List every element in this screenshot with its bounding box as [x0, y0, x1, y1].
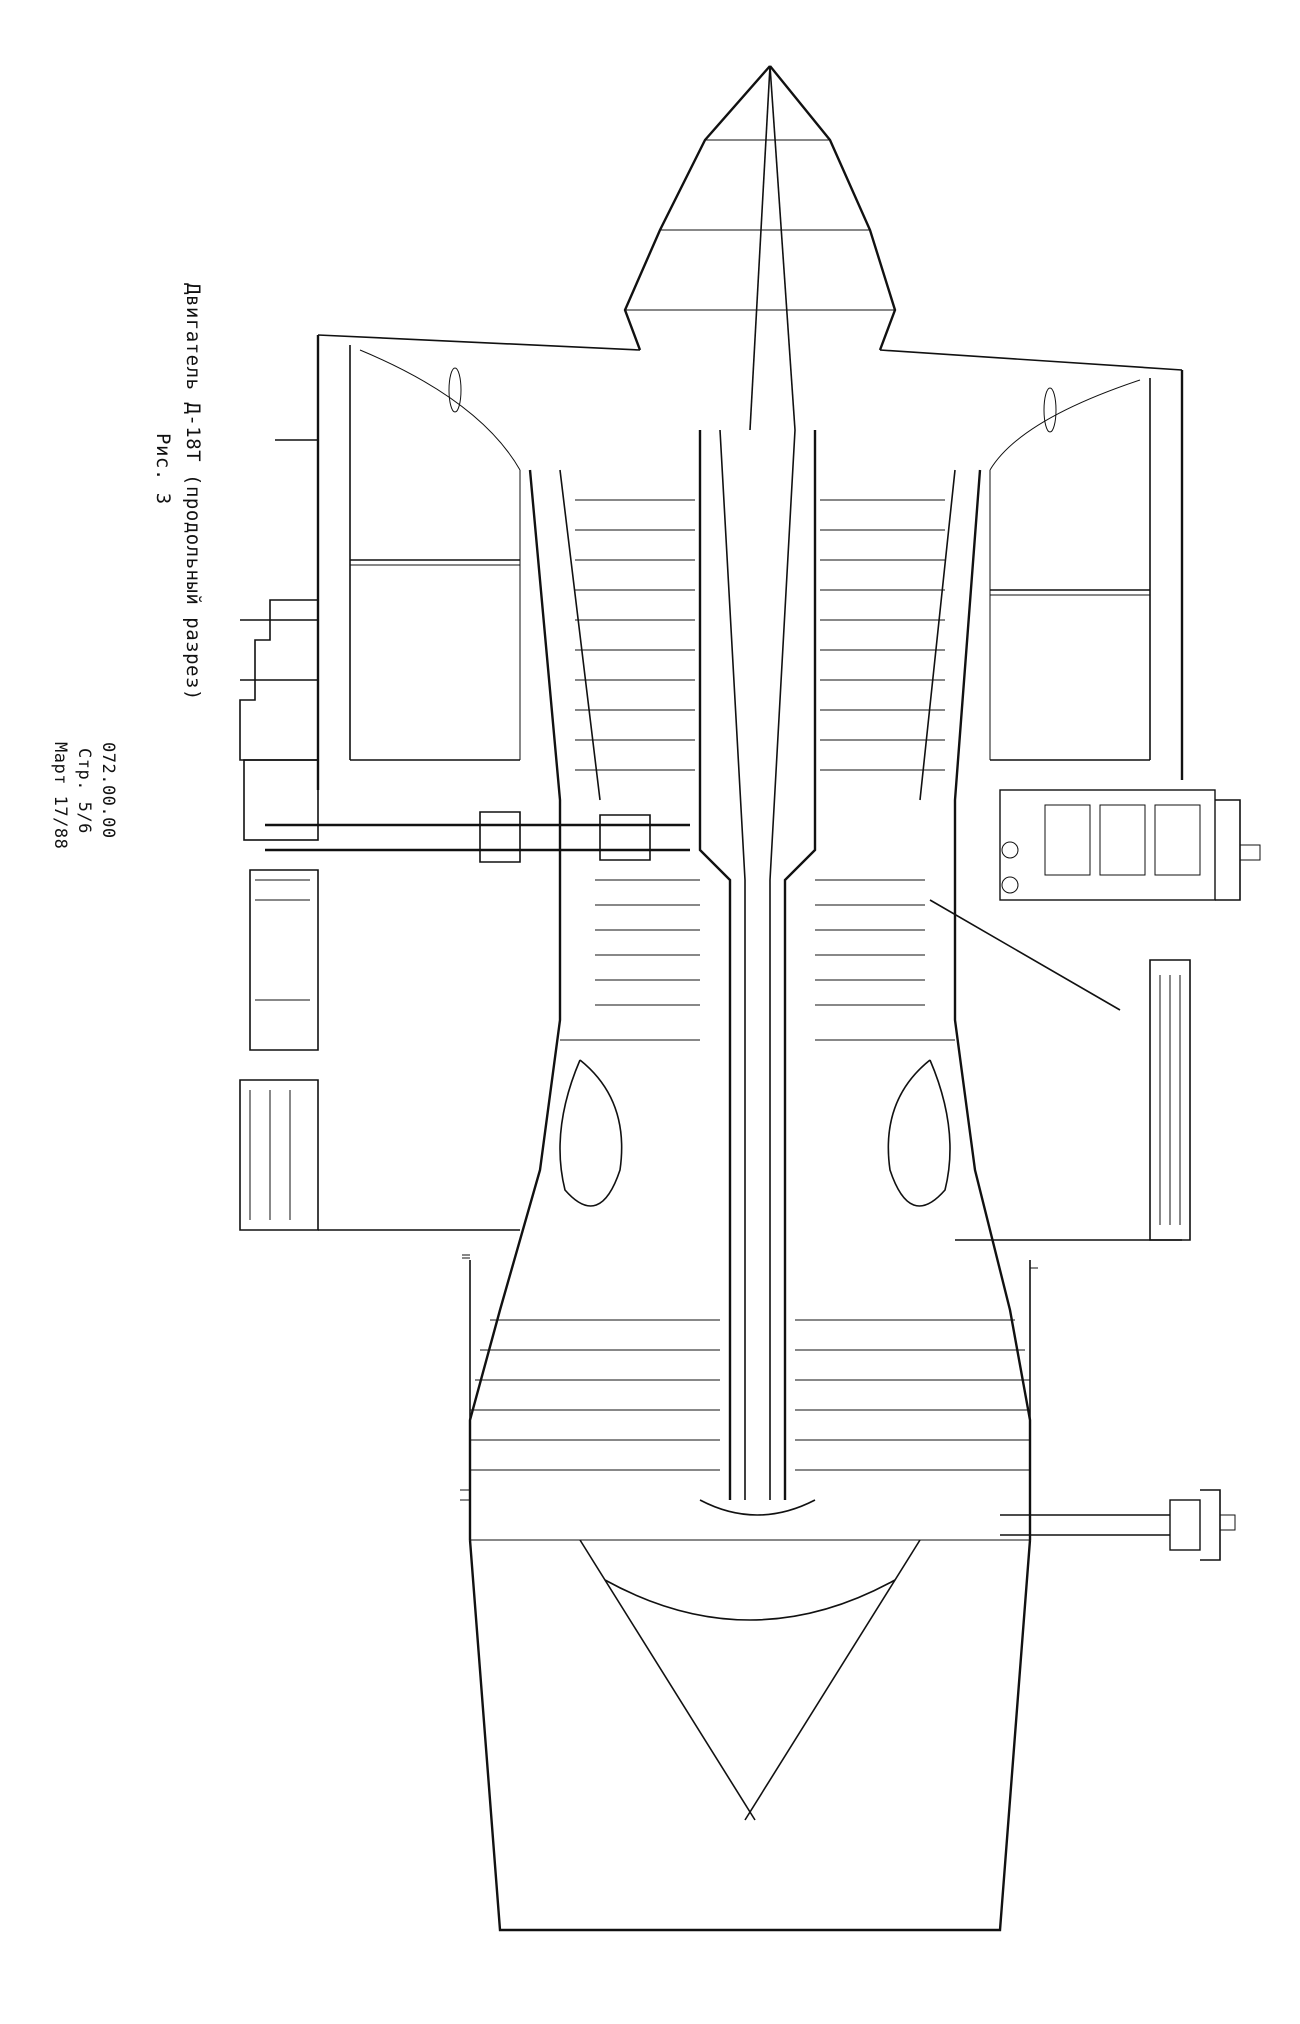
central-shaft [698, 429, 817, 1516]
exhaust-nozzle [468, 1539, 1032, 1932]
accessory-gearbox [239, 439, 520, 1231]
thrust-reverser [955, 959, 1191, 1241]
mount-lower [1000, 1489, 1236, 1561]
nose-cone [623, 65, 897, 431]
compressor [575, 499, 945, 1006]
mount-upper [929, 789, 1261, 1011]
combustor [559, 1039, 955, 1207]
drawing-ticks [460, 1254, 1038, 1501]
fan [316, 334, 1184, 790]
turbine [469, 1260, 1031, 1540]
radial-drive-shaft [265, 811, 690, 863]
